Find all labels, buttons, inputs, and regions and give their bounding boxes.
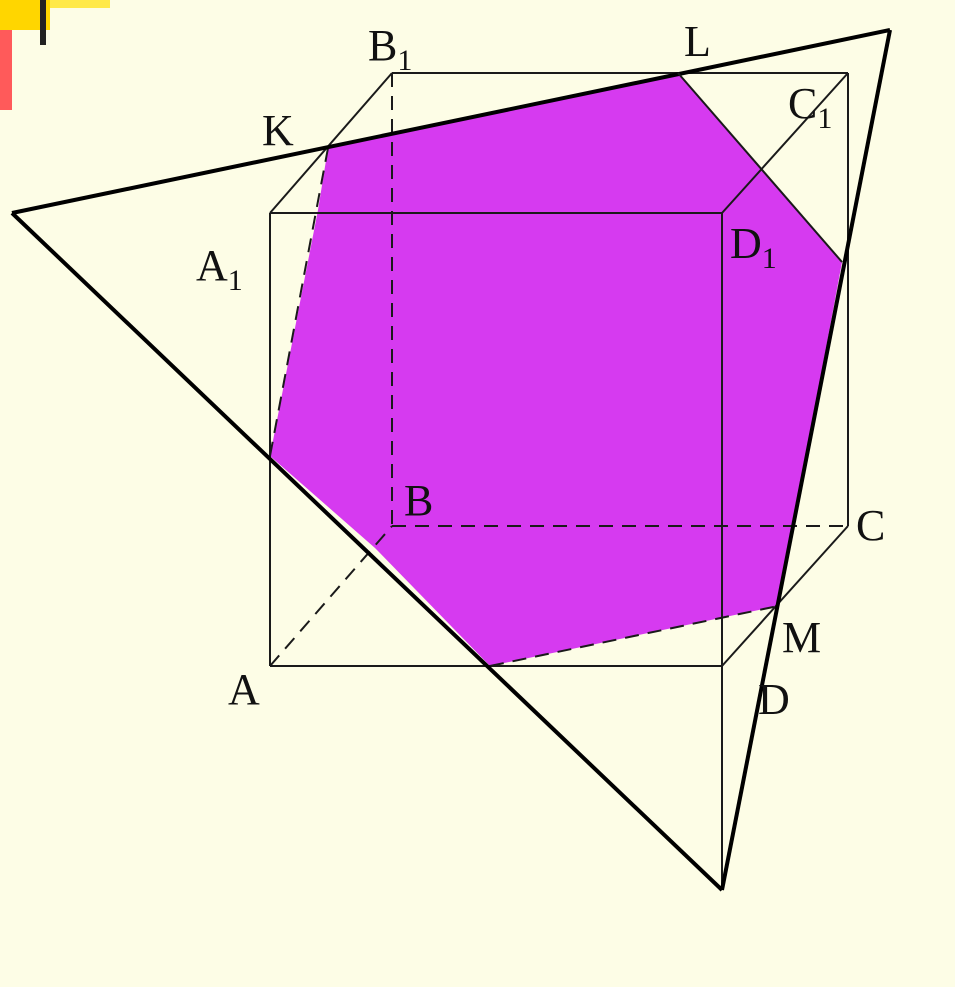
edge-a1-b1 bbox=[269, 72, 393, 214]
section-polygon bbox=[270, 73, 842, 666]
section-edge-l-c1c bbox=[677, 72, 843, 263]
edge-d1-c1 bbox=[721, 72, 849, 214]
cutting-plane-triangle bbox=[10, 28, 892, 892]
label-a: A bbox=[228, 665, 260, 714]
edge-d-c bbox=[721, 525, 849, 667]
label-c1: C1 bbox=[788, 79, 832, 135]
label-b1: B1 bbox=[368, 21, 412, 77]
label-c: C bbox=[856, 501, 885, 550]
label-l: L bbox=[684, 17, 711, 66]
corner-decoration bbox=[40, 0, 46, 45]
edge-a-b bbox=[269, 525, 393, 667]
cube-hidden-edges bbox=[269, 73, 848, 667]
corner-decoration bbox=[50, 0, 110, 8]
label-d1: D1 bbox=[730, 219, 777, 275]
section-edge-bottom bbox=[489, 605, 779, 667]
section-edge-k-a1a bbox=[269, 147, 329, 457]
label-b: B bbox=[404, 476, 433, 525]
cube-visible-edges bbox=[269, 72, 849, 890]
label-k: K bbox=[262, 106, 294, 155]
corner-decoration bbox=[0, 30, 12, 110]
plane-line-top bbox=[11, 28, 891, 215]
label-a1: A1 bbox=[196, 241, 243, 297]
plane-line-left bbox=[10, 211, 724, 892]
label-m: M bbox=[782, 613, 821, 662]
plane-line-right bbox=[720, 29, 892, 891]
label-d: D bbox=[758, 675, 790, 724]
